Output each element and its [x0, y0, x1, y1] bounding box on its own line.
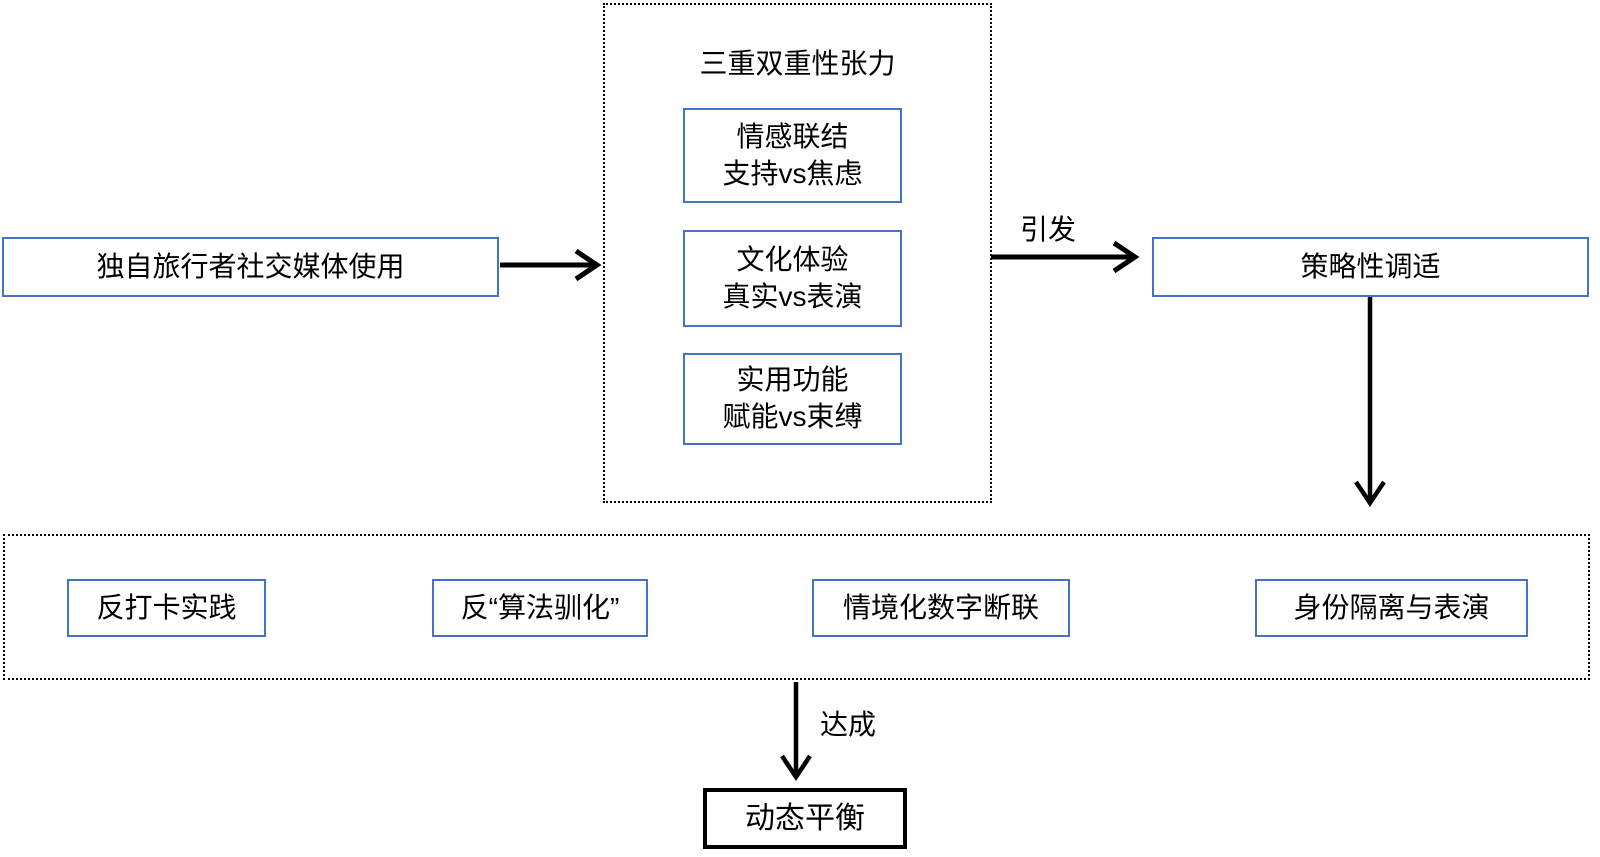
outcome-node: 动态平衡	[703, 788, 907, 849]
tension-item-cultural-line1: 文化体验	[736, 243, 849, 275]
strategy-node-anti-algorithm-label: 反“算法驯化”	[460, 591, 620, 623]
tension-item-cultural-line2: 真实vs表演	[722, 280, 863, 312]
achieve-arrow-label: 达成	[820, 709, 877, 740]
strategy-node-contextual-disconnect: 情境化数字断联	[812, 579, 1070, 637]
tension-group-container	[603, 3, 992, 503]
strategy-node-anti-checkin: 反打卡实践	[67, 579, 266, 637]
arrow-adaptation-to-strategies	[1354, 297, 1386, 508]
adaptation-node: 策略性调适	[1152, 237, 1589, 297]
adaptation-node-label: 策略性调适	[1300, 250, 1441, 282]
strategy-node-anti-algorithm: 反“算法驯化”	[432, 579, 648, 637]
outcome-node-label: 动态平衡	[745, 801, 865, 835]
tension-item-cultural: 文化体验 真实vs表演	[683, 230, 902, 327]
tension-item-emotional-line2: 支持vs焦虑	[722, 157, 863, 189]
source-node-label: 独自旅行者社交媒体使用	[96, 250, 405, 282]
trigger-arrow-label: 引发	[1020, 214, 1077, 245]
tension-item-functional-line2: 赋能vs束缚	[722, 401, 863, 432]
strategy-node-identity-separation-label: 身份隔离与表演	[1293, 591, 1490, 623]
tension-group-title: 三重双重性张力	[699, 48, 896, 79]
arrow-source-to-tensions	[500, 248, 602, 282]
strategy-node-contextual-disconnect-label: 情境化数字断联	[842, 591, 1039, 623]
source-node: 独自旅行者社交媒体使用	[2, 237, 499, 297]
tension-item-emotional: 情感联结 支持vs焦虑	[683, 108, 902, 203]
tension-item-functional-line1: 实用功能	[736, 364, 849, 396]
strategy-node-anti-checkin-label: 反打卡实践	[96, 591, 237, 623]
arrow-strategies-to-outcome	[780, 682, 812, 782]
strategy-group-container	[3, 534, 1590, 680]
tension-item-emotional-line1: 情感联结	[736, 120, 849, 152]
tension-item-functional: 实用功能 赋能vs束缚	[683, 353, 902, 445]
strategy-node-identity-separation: 身份隔离与表演	[1255, 579, 1528, 637]
